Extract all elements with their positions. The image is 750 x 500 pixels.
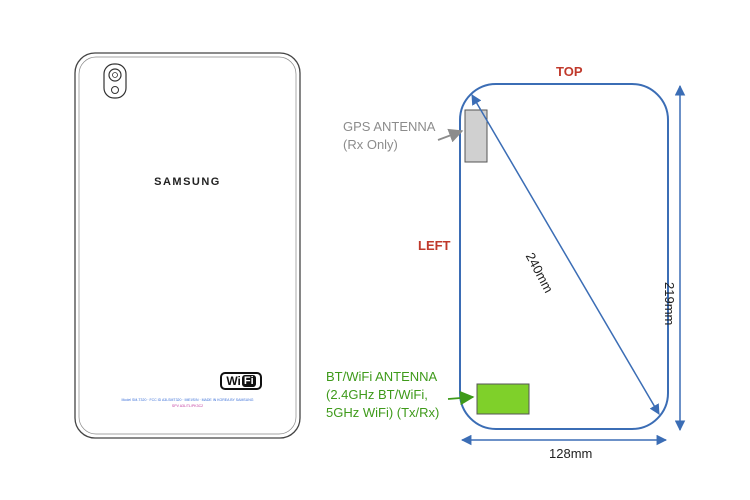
device-inner-edge (78, 56, 297, 435)
bt-wifi-antenna-label: BT/WiFi ANTENNA (2.4GHz BT/WiFi, 5GHz Wi… (326, 368, 439, 422)
gps-antenna-box (464, 109, 488, 163)
device-back-outline (74, 52, 301, 439)
gps-antenna-label-line-2: (Rx Only) (343, 137, 398, 152)
top-label: TOP (556, 64, 583, 79)
wifi-logo-fi: Fi (241, 375, 256, 387)
wifi-logo-wi: Wi (226, 374, 241, 388)
bt-wifi-antenna-box (476, 383, 530, 415)
bt-wifi-antenna-label-line-1: BT/WiFi ANTENNA (326, 369, 438, 384)
camera-module-icon (103, 63, 127, 99)
brand-logo: SAMSUNG (154, 176, 221, 188)
width-dimension-label: 128mm (549, 446, 593, 461)
bt-pointer-arrow-icon (447, 390, 475, 406)
gps-pointer-arrow-icon (437, 128, 464, 143)
gps-antenna-label: GPS ANTENNA (Rx Only) (343, 118, 435, 154)
left-label: LEFT (418, 238, 451, 253)
regulatory-text-line-2: SPV A3L/TL/PK3C2 (171, 404, 204, 408)
diagonal-arrow-icon (471, 94, 660, 415)
tablet-outline (459, 83, 669, 430)
gps-antenna-label-line-1: GPS ANTENNA (343, 119, 436, 134)
bt-wifi-antenna-label-line-2: (2.4GHz BT/WiFi, (326, 387, 428, 402)
height-dimension-label: 219mm (662, 282, 677, 326)
bt-wifi-antenna-label-line-3: 5GHz WiFi) (Tx/Rx) (326, 405, 440, 420)
regulatory-text-line-1: Model SM-T320 · FCC ID A3LSMT320 · IMEI/… (121, 398, 254, 402)
